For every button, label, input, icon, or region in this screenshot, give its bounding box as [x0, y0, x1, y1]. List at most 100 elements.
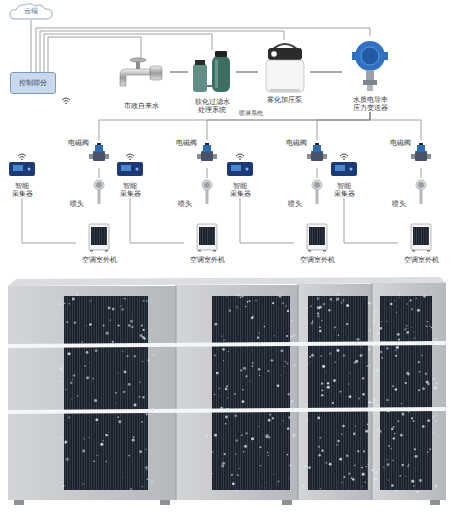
water-droplet [371, 321, 372, 322]
column-symbols [9, 143, 431, 252]
water-droplet [66, 321, 68, 323]
water-droplet [396, 346, 399, 349]
water-droplet [391, 484, 393, 486]
water-droplet [434, 469, 435, 470]
water-droplet [258, 426, 259, 427]
water-droplet [214, 354, 216, 356]
water-droplet [367, 463, 369, 465]
column-symbols [94, 180, 104, 204]
water-droplet [84, 439, 86, 441]
water-droplet [388, 445, 390, 447]
component-node: 空调室外机 [184, 222, 230, 264]
water-droplet [257, 337, 259, 339]
water-droplet [346, 304, 349, 307]
component-node: 空调室外机 [294, 222, 340, 264]
component-node: 智能 采集器 [4, 150, 40, 198]
water-droplet [390, 448, 391, 449]
water-droplet [272, 302, 274, 304]
water-droplet [287, 454, 289, 456]
connector-line [317, 168, 318, 178]
water-droplet [395, 490, 397, 492]
column-symbols [307, 143, 327, 161]
water-droplet [139, 450, 142, 453]
column-symbols [227, 154, 253, 176]
water-droplet [282, 302, 284, 304]
transmitter-icon [355, 41, 385, 71]
water-droplet [278, 481, 280, 483]
water-droplet [318, 446, 320, 448]
water-droplet [105, 434, 107, 436]
water-droplet [274, 335, 275, 336]
water-droplet [435, 485, 438, 488]
node-caption: 雾化加压泵 [267, 97, 302, 104]
water-droplet [326, 387, 327, 388]
water-droplet [304, 317, 306, 319]
water-droplet [226, 408, 229, 411]
water-droplet [70, 382, 73, 385]
ac-outdoor-units [176, 283, 372, 500]
water-droplet [249, 380, 250, 381]
water-droplet [146, 413, 148, 415]
water-droplet [354, 361, 356, 363]
water-droplet [397, 333, 400, 336]
water-droplet [353, 432, 356, 435]
water-droplet [72, 379, 73, 380]
water-droplet [365, 408, 366, 409]
water-droplet [321, 382, 323, 384]
water-droplet [408, 464, 410, 466]
ac-outdoor-units [372, 283, 446, 500]
water-droplet [364, 297, 366, 299]
water-droplet [413, 332, 414, 333]
water-droplet [124, 298, 126, 300]
node-caption: 水质电导率 压力变送器 [350, 97, 390, 112]
water-droplet [72, 298, 75, 301]
tap-icon [120, 58, 162, 86]
water-droplet [237, 307, 238, 308]
water-droplet [329, 463, 332, 466]
column-symbols [331, 154, 357, 176]
water-droplet [147, 359, 149, 361]
water-droplet [406, 325, 408, 327]
water-droplet [108, 431, 110, 433]
water-droplet [259, 374, 261, 376]
water-droplet [342, 299, 344, 301]
softener-icon [212, 56, 230, 92]
water-droplet [103, 324, 105, 326]
pump-icon [268, 48, 302, 60]
water-droplet [244, 445, 247, 448]
softener-icon [193, 64, 207, 92]
water-droplet [272, 417, 274, 419]
water-droplet [367, 423, 369, 425]
water-droplet [374, 478, 377, 481]
water-droplet [291, 407, 294, 410]
component-node: 软化过滤水 处理系统 [188, 50, 236, 114]
water-droplet [258, 332, 259, 333]
water-droplet [242, 400, 245, 403]
water-droplet [142, 333, 143, 334]
water-droplet [285, 305, 286, 306]
water-droplet [418, 371, 420, 373]
water-droplet [267, 452, 268, 453]
water-droplet [360, 343, 363, 346]
water-droplet [305, 366, 306, 367]
water-droplet [427, 419, 430, 422]
column-symbols [307, 224, 327, 252]
node-caption: 智能 采集器 [9, 183, 35, 198]
water-droplet [337, 440, 339, 442]
water-droplet [68, 352, 71, 355]
water-droplet [227, 351, 228, 352]
water-droplet [341, 433, 343, 435]
water-droplet [368, 348, 370, 350]
water-droplet [251, 365, 253, 367]
water-droplet [277, 384, 280, 387]
water-droplet [118, 420, 121, 423]
transmitter-icon [361, 47, 379, 65]
node-caption: 喷头 [178, 201, 192, 208]
water-droplet [258, 422, 260, 424]
water-droplet [128, 324, 131, 327]
softener-icon [207, 85, 212, 87]
water-droplet [235, 439, 238, 442]
node-caption: 空调室外机 [82, 257, 117, 264]
water-droplet [82, 483, 83, 484]
water-droplet [380, 327, 382, 329]
